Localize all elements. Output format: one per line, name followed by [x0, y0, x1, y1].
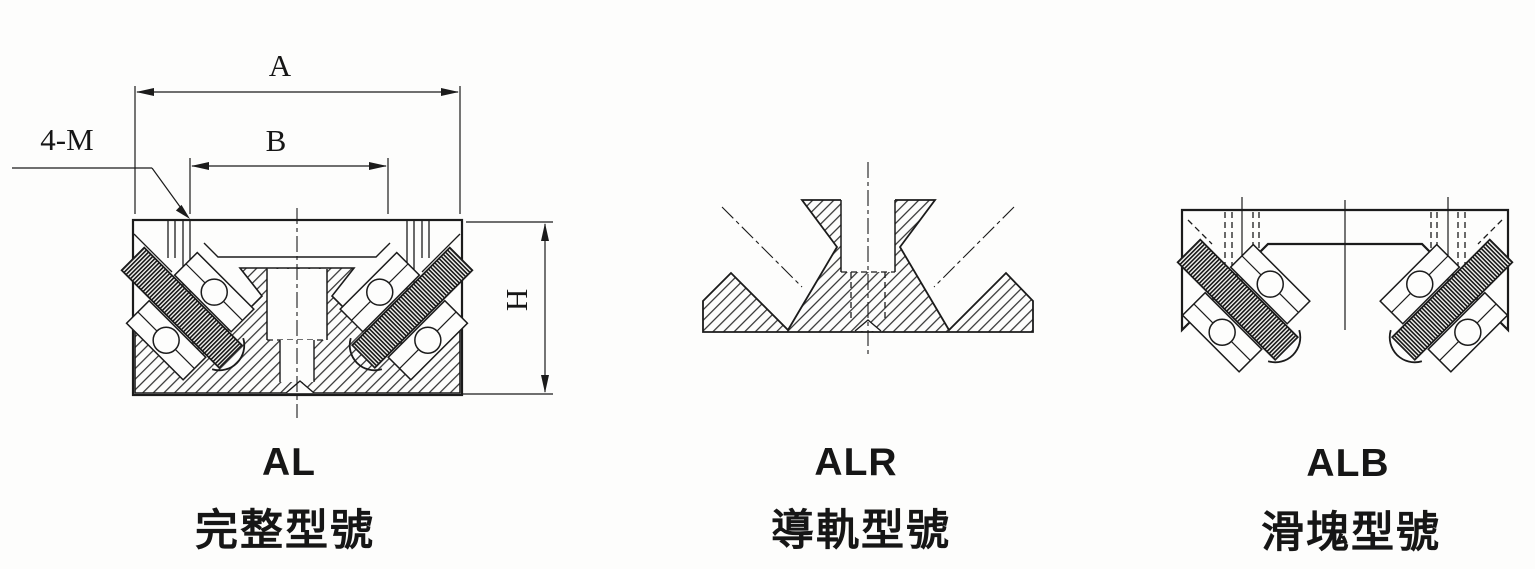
dim-label-overall-width: A — [268, 48, 292, 83]
screw-callout-leader — [12, 167, 190, 219]
figure-alr-drawing — [702, 162, 1034, 356]
dimension-h — [462, 221, 553, 395]
caption-rail-model: 導軌型號 — [771, 507, 951, 555]
model-code-alr: ALR — [814, 441, 898, 484]
dimension-a — [134, 86, 461, 214]
rail-bolt-hole — [266, 269, 328, 394]
figure-al-drawing — [96, 208, 498, 418]
block-outline — [1180, 208, 1510, 333]
caption-complete-model: 完整型號 — [195, 507, 375, 555]
roller-axis-centerline — [721, 206, 803, 288]
roller-axis-centerline — [933, 206, 1015, 288]
dimension-b — [189, 158, 389, 214]
model-code-al: AL — [262, 441, 316, 484]
dim-label-inner-width: B — [265, 123, 287, 158]
caption-block-model: 滑塊型號 — [1261, 509, 1441, 557]
dim-label-height: H — [500, 288, 535, 312]
model-code-alb: ALB — [1306, 442, 1390, 485]
dim-label-mounting-holes: 4-M — [40, 122, 94, 157]
figure-alb-drawing — [1152, 197, 1535, 392]
